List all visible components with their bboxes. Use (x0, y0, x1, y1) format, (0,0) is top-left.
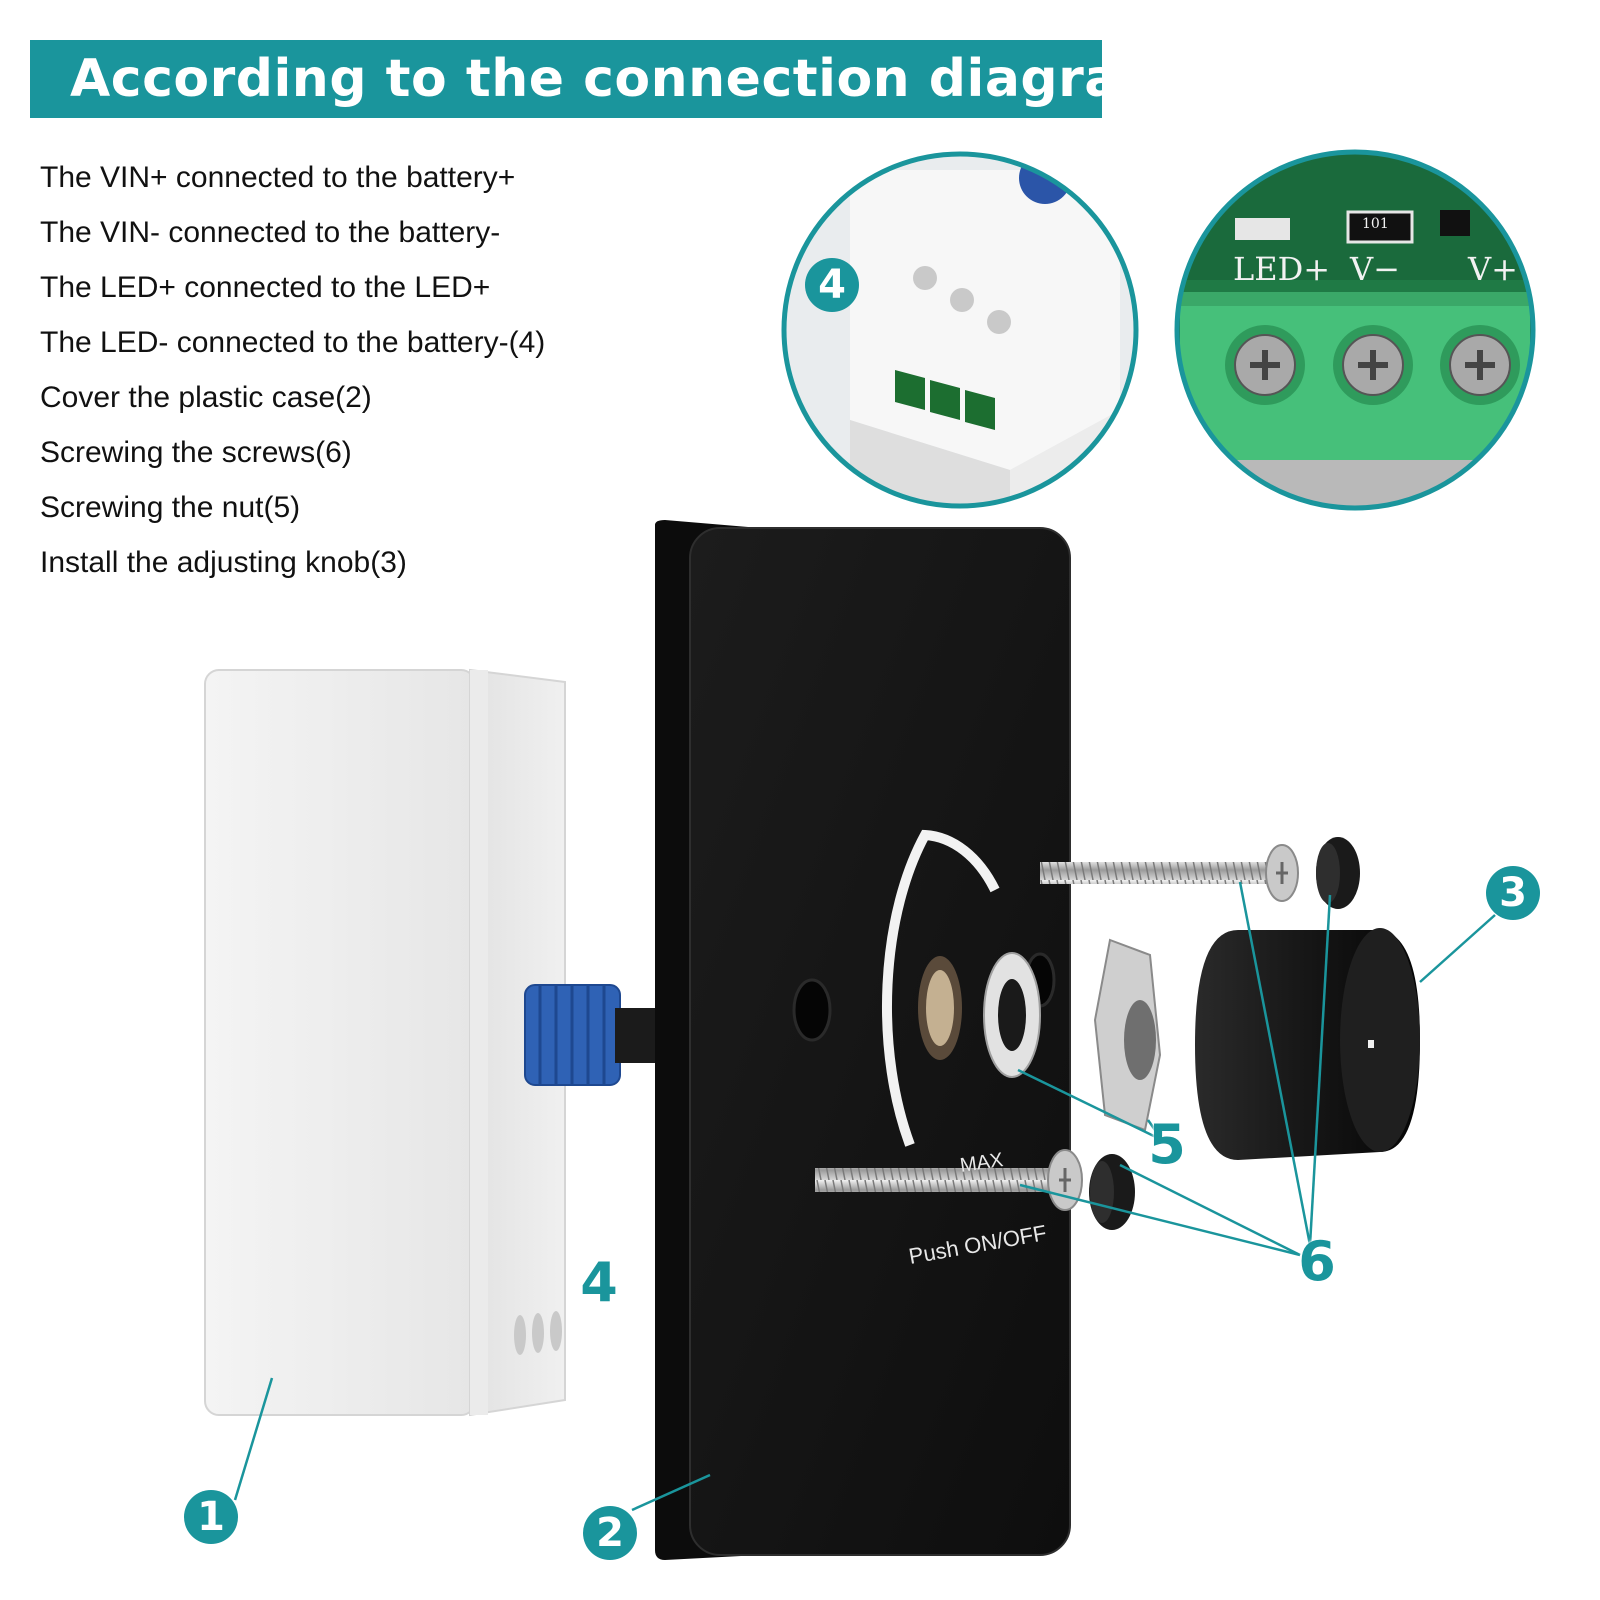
pcb-terminal-led-label: LED+ (1233, 250, 1331, 288)
instruction-step: Screwing the screws(6) (40, 436, 352, 469)
title-banner: According to the connection diagram (30, 40, 1174, 118)
screw-caps (1089, 837, 1360, 1230)
callout-4-zoom: 4 (805, 258, 859, 312)
pcb-terminal-vminus-label: V− (1350, 250, 1400, 288)
potentiometer-shaft (524, 984, 655, 1086)
instruction-list: The VIN+ connected to the battery+ The V… (40, 150, 545, 590)
pcb-terminal-vplus-label: V+ (1468, 250, 1518, 288)
screws (815, 844, 1299, 1211)
wall-panel (655, 520, 1071, 1560)
callout-3: 3 (1486, 866, 1540, 920)
pcb-resistor-code: 101 (1362, 216, 1389, 232)
instruction-step: Screwing the nut(5) (40, 491, 301, 524)
page-title: According to the connection diagram (70, 49, 1175, 109)
instruction-step: Install the adjusting knob(3) (40, 546, 407, 579)
callout-2: 2 (583, 1506, 637, 1560)
controller-box (204, 668, 566, 1417)
washer (983, 952, 1041, 1078)
callout-4: 4 (580, 1251, 618, 1314)
instruction-step: Cover the plastic case(2) (40, 381, 372, 414)
zoom-pcb-terminal-block (1174, 149, 1536, 511)
nut (1093, 938, 1162, 1132)
zoom-controller-terminals (781, 151, 1139, 509)
instruction-step: The VIN+ connected to the battery+ (40, 161, 516, 194)
callout-1: 1 (184, 1490, 238, 1544)
instruction-step: The LED+ connected to the LED+ (40, 271, 491, 304)
instruction-step: The LED- connected to the battery-(4) (40, 326, 546, 359)
callout-leaders (233, 881, 1496, 1512)
knob (1195, 928, 1420, 1160)
callout-5: 5 (1148, 1113, 1186, 1176)
instruction-step: The VIN- connected to the battery- (40, 216, 501, 249)
callout-6: 6 (1298, 1230, 1336, 1293)
